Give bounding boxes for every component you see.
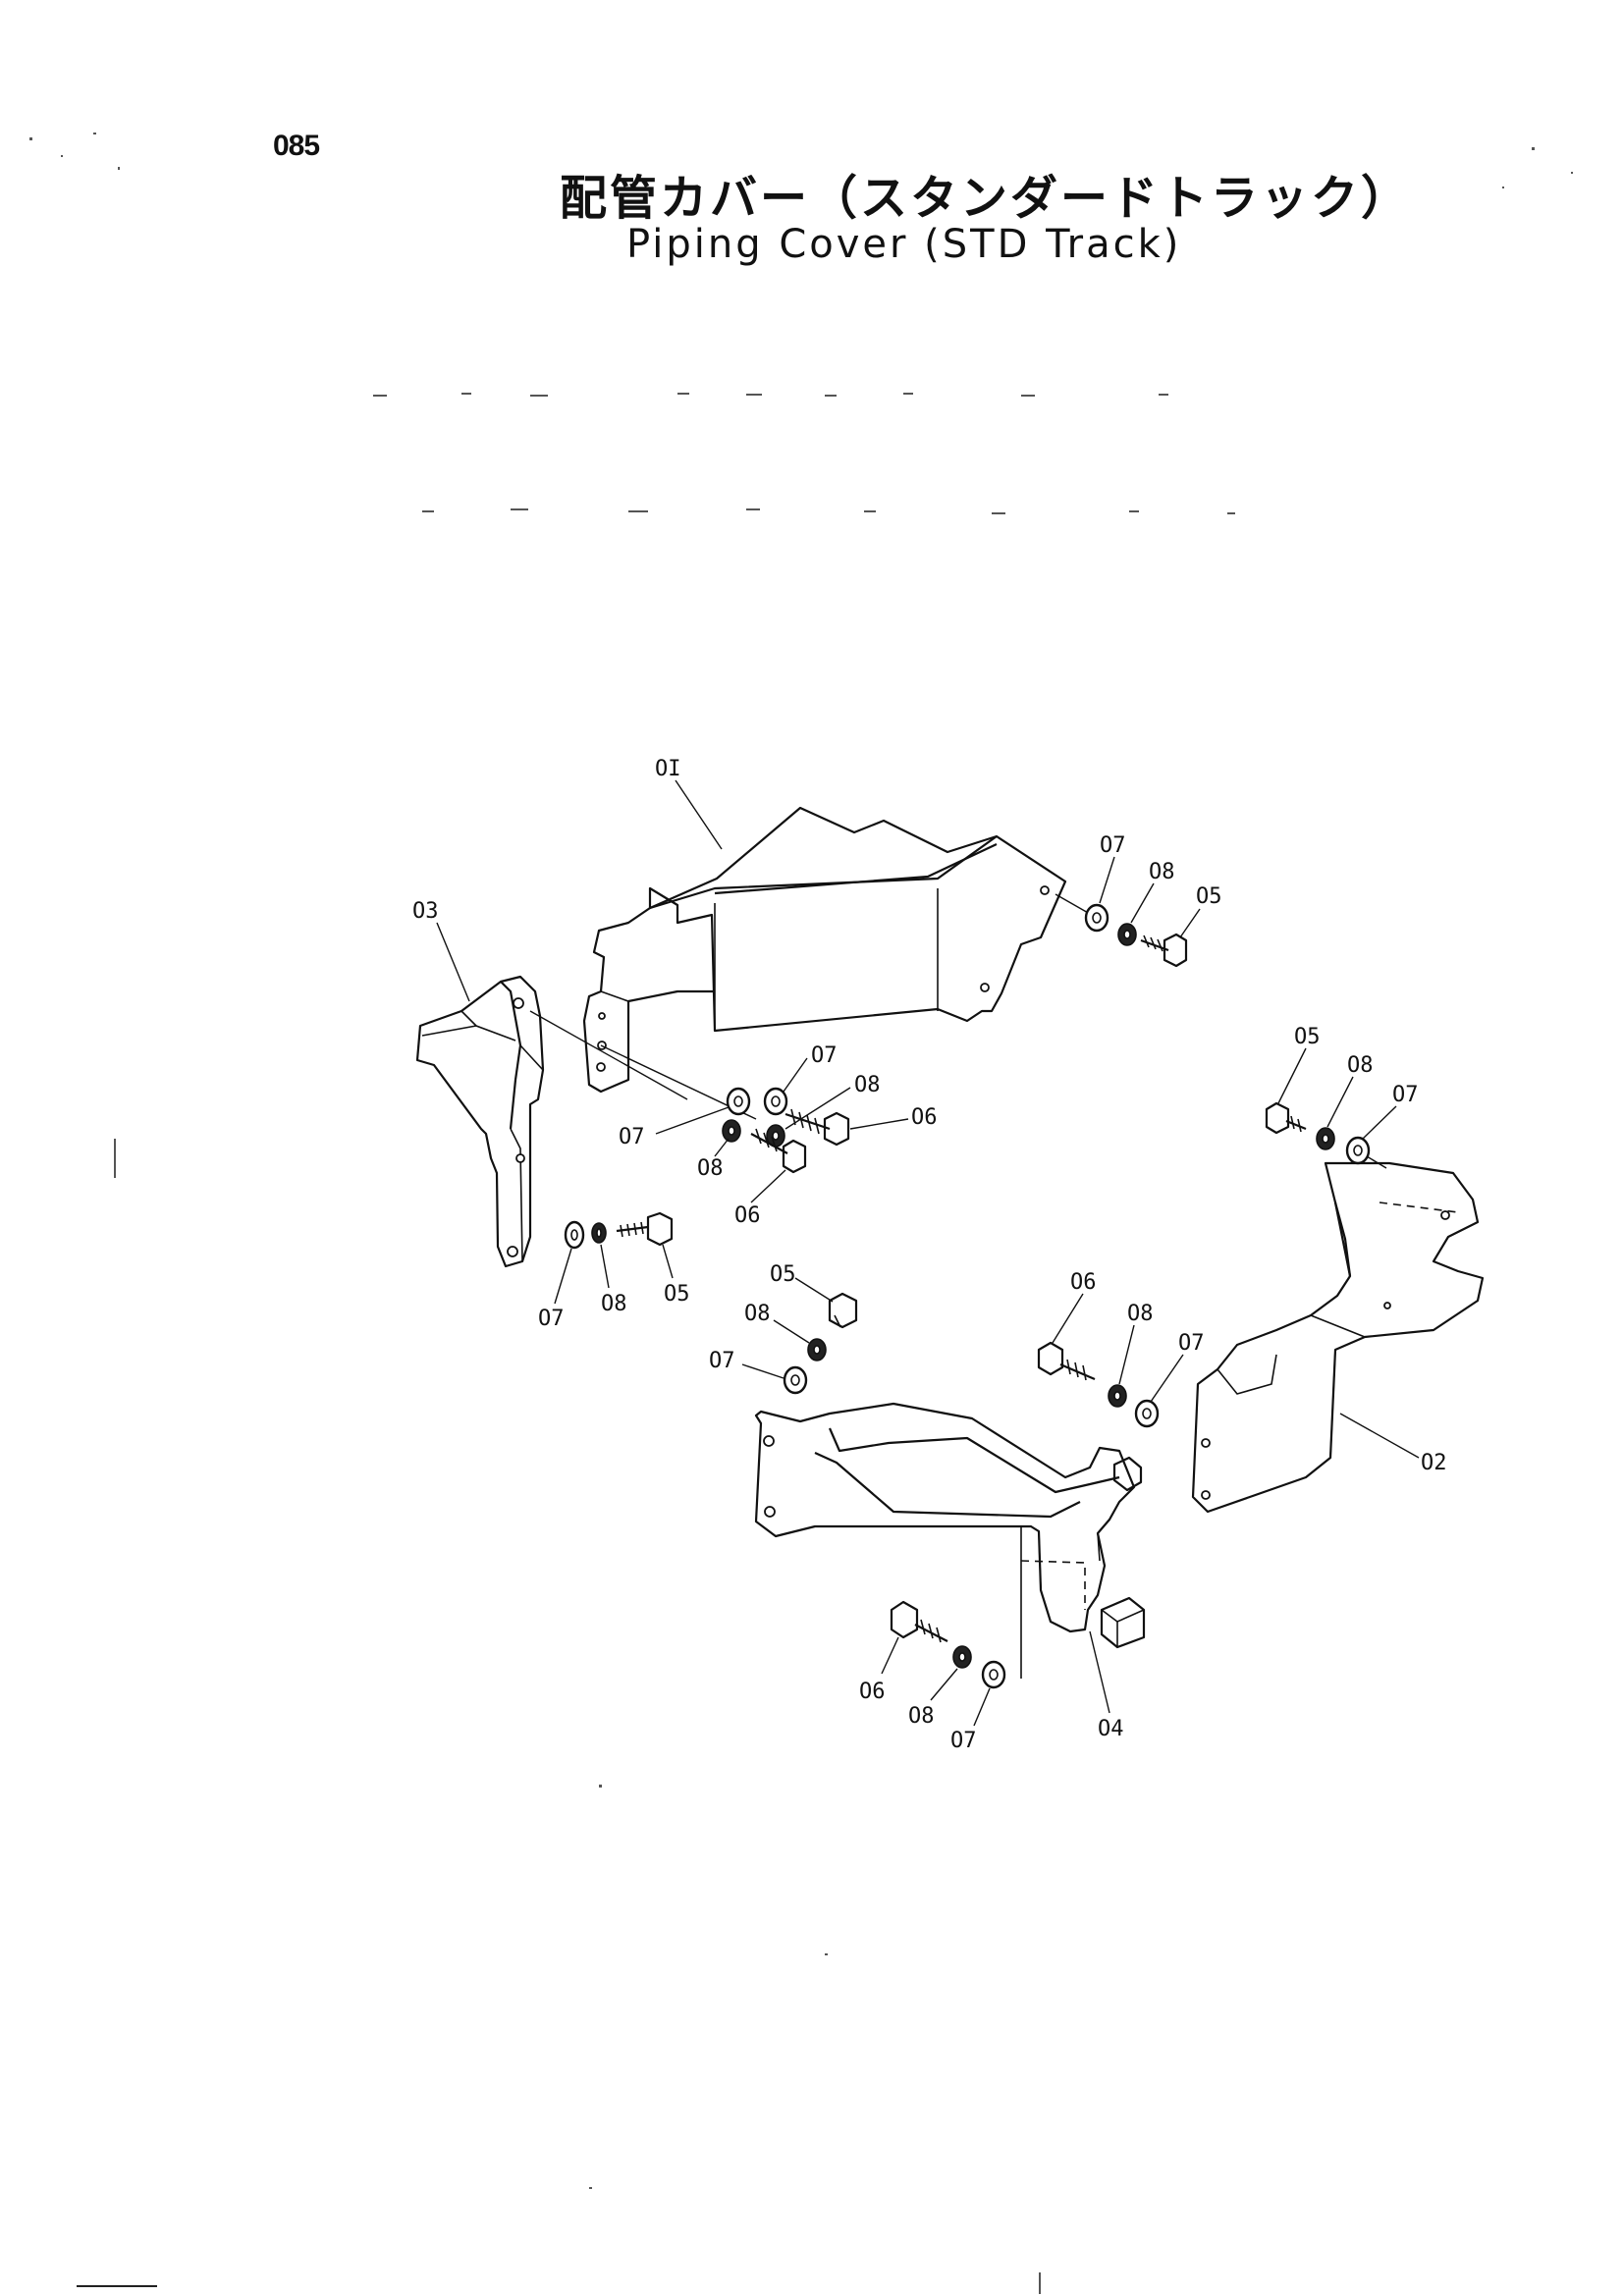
footer-rule (77, 2285, 157, 2287)
callout-05-lower-left: O5 (664, 1282, 690, 1307)
part-01-upper-cover (582, 806, 1067, 1094)
callout-02: O2 (1421, 1451, 1447, 1475)
fastener-set-center (722, 1087, 850, 1174)
callout-08-right-upper: O8 (1347, 1053, 1374, 1078)
callout-06-center-lower: O6 (734, 1203, 761, 1228)
fastener-set-middle-right (1037, 1341, 1160, 1428)
part-03-left-bracket (415, 975, 757, 1268)
callout-07-center-lower: O7 (709, 1349, 735, 1373)
callout-06-middle-right: O6 (1070, 1270, 1097, 1295)
callout-04: O4 (1098, 1717, 1124, 1741)
scan-noise (29, 133, 1573, 2189)
callout-06-center-right: O6 (911, 1105, 938, 1130)
footer-mark (1039, 2272, 1041, 2294)
callout-07-right-upper: O7 (1392, 1083, 1419, 1107)
part-02-right-cover (1191, 1161, 1485, 1514)
fastener-set-right-upper (1265, 1101, 1387, 1169)
page-title-japanese: 配管カバー（スタンダードトラック） (560, 171, 1412, 226)
callout-07-bottom: O7 (950, 1729, 977, 1753)
callout-07-lower-left: O7 (538, 1307, 565, 1331)
callout-06-bottom: O6 (859, 1680, 886, 1704)
callout-08-bottom: O8 (908, 1704, 935, 1729)
callout-07-upper-right: O7 (1100, 833, 1126, 858)
callout-08-middle-right: O8 (1127, 1302, 1154, 1326)
callout-08-center-left: O8 (697, 1156, 724, 1181)
callout-05-right-upper: O5 (1294, 1025, 1321, 1049)
part-04-lower-cover (754, 1402, 1146, 1679)
fastener-set-lower-left (564, 1211, 674, 1250)
callout-07-center-left: O7 (619, 1125, 645, 1149)
callouts: OI O3 O2 O4 O7 O8 O5 O7 O8 O6 O7 (412, 757, 1447, 1753)
callout-08-center: O8 (854, 1073, 881, 1097)
page-number: 085 (273, 130, 320, 162)
fastener-set-center-lower (783, 1292, 858, 1395)
callout-08-lower-left: O8 (601, 1292, 627, 1316)
callout-03: O3 (412, 899, 439, 924)
callout-01: OI (655, 757, 681, 781)
callout-08-center-lower: O8 (744, 1302, 771, 1326)
callout-08-upper-right: O8 (1149, 860, 1175, 884)
fastener-set-upper-right (1055, 893, 1188, 968)
page-title-english: Piping Cover (STD Track) (626, 222, 1182, 267)
callout-07-center-top: O7 (811, 1043, 838, 1068)
callout-05-center-lower: O5 (770, 1262, 796, 1287)
callout-07-middle-right: O7 (1178, 1331, 1205, 1356)
callout-05-upper-right: O5 (1196, 884, 1222, 909)
fastener-set-bottom (890, 1600, 1006, 1689)
